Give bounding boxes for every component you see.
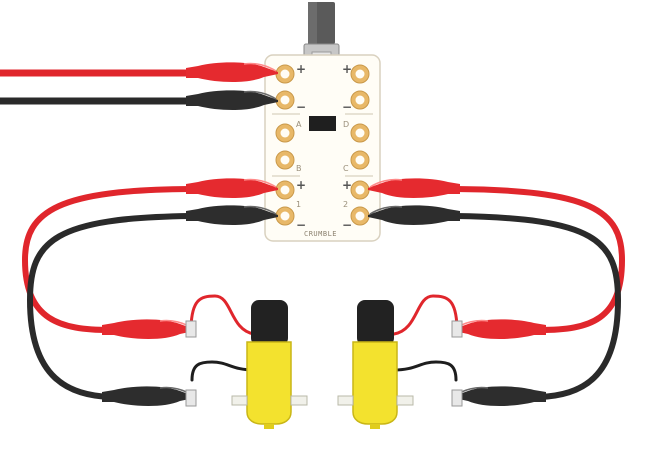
right-pin-label: + [342, 178, 352, 192]
motor-left-terminal-top[interactable] [185, 320, 197, 338]
motor-left [185, 300, 308, 429]
microcontroller-chip [309, 116, 336, 131]
right-pin-label: C [343, 164, 349, 173]
right-pin-label: 2 [343, 200, 348, 209]
left-pin-label: − [296, 218, 306, 232]
left-pin-label: A [296, 120, 302, 129]
left-pads [275, 64, 295, 226]
motor1-red-clip[interactable] [102, 319, 194, 339]
motor2-red-clip[interactable] [454, 319, 546, 339]
right-motor-lead-black [392, 360, 458, 382]
right-pin-label: − [342, 100, 352, 114]
left-motor-red-wire [21, 186, 193, 333]
motor-left-terminal-bottom[interactable] [185, 389, 197, 407]
left-pin-label: − [296, 100, 306, 114]
board-m1-red-clip[interactable] [186, 178, 278, 198]
left-pin-label: B [296, 164, 302, 173]
right-motor-red-wire [452, 186, 626, 333]
motor-right-terminal-bottom[interactable] [451, 389, 463, 407]
right-motor-lead-red [392, 294, 459, 336]
motor-right [337, 300, 463, 429]
right-motor-black-wire [452, 213, 622, 400]
crumble-board: + − A B + 1 − + − D C + 2 − CRUMBLE [264, 54, 381, 242]
clips [102, 62, 546, 406]
motor-right-terminal-top[interactable] [451, 320, 463, 338]
left-pin-label: + [296, 178, 306, 192]
right-pin-label: + [342, 62, 352, 76]
motor1-black-clip[interactable] [102, 386, 194, 406]
board-m2-black-clip[interactable] [368, 205, 460, 225]
left-motor-lead-red [189, 294, 256, 336]
left-motor-black-wire [26, 213, 193, 400]
battery-red-clip[interactable] [186, 62, 278, 82]
board-m2-red-clip[interactable] [368, 178, 460, 198]
left-motor-lead-black [190, 360, 256, 382]
motor2-black-clip[interactable] [454, 386, 546, 406]
board-name: CRUMBLE [304, 230, 337, 238]
left-pin-label: + [296, 62, 306, 76]
wires [0, 69, 626, 400]
right-pin-label: − [342, 218, 352, 232]
left-pin-label: 1 [296, 200, 301, 209]
board-m1-black-clip[interactable] [186, 205, 278, 225]
right-pin-label: D [343, 120, 349, 129]
battery-black-clip[interactable] [186, 90, 278, 110]
